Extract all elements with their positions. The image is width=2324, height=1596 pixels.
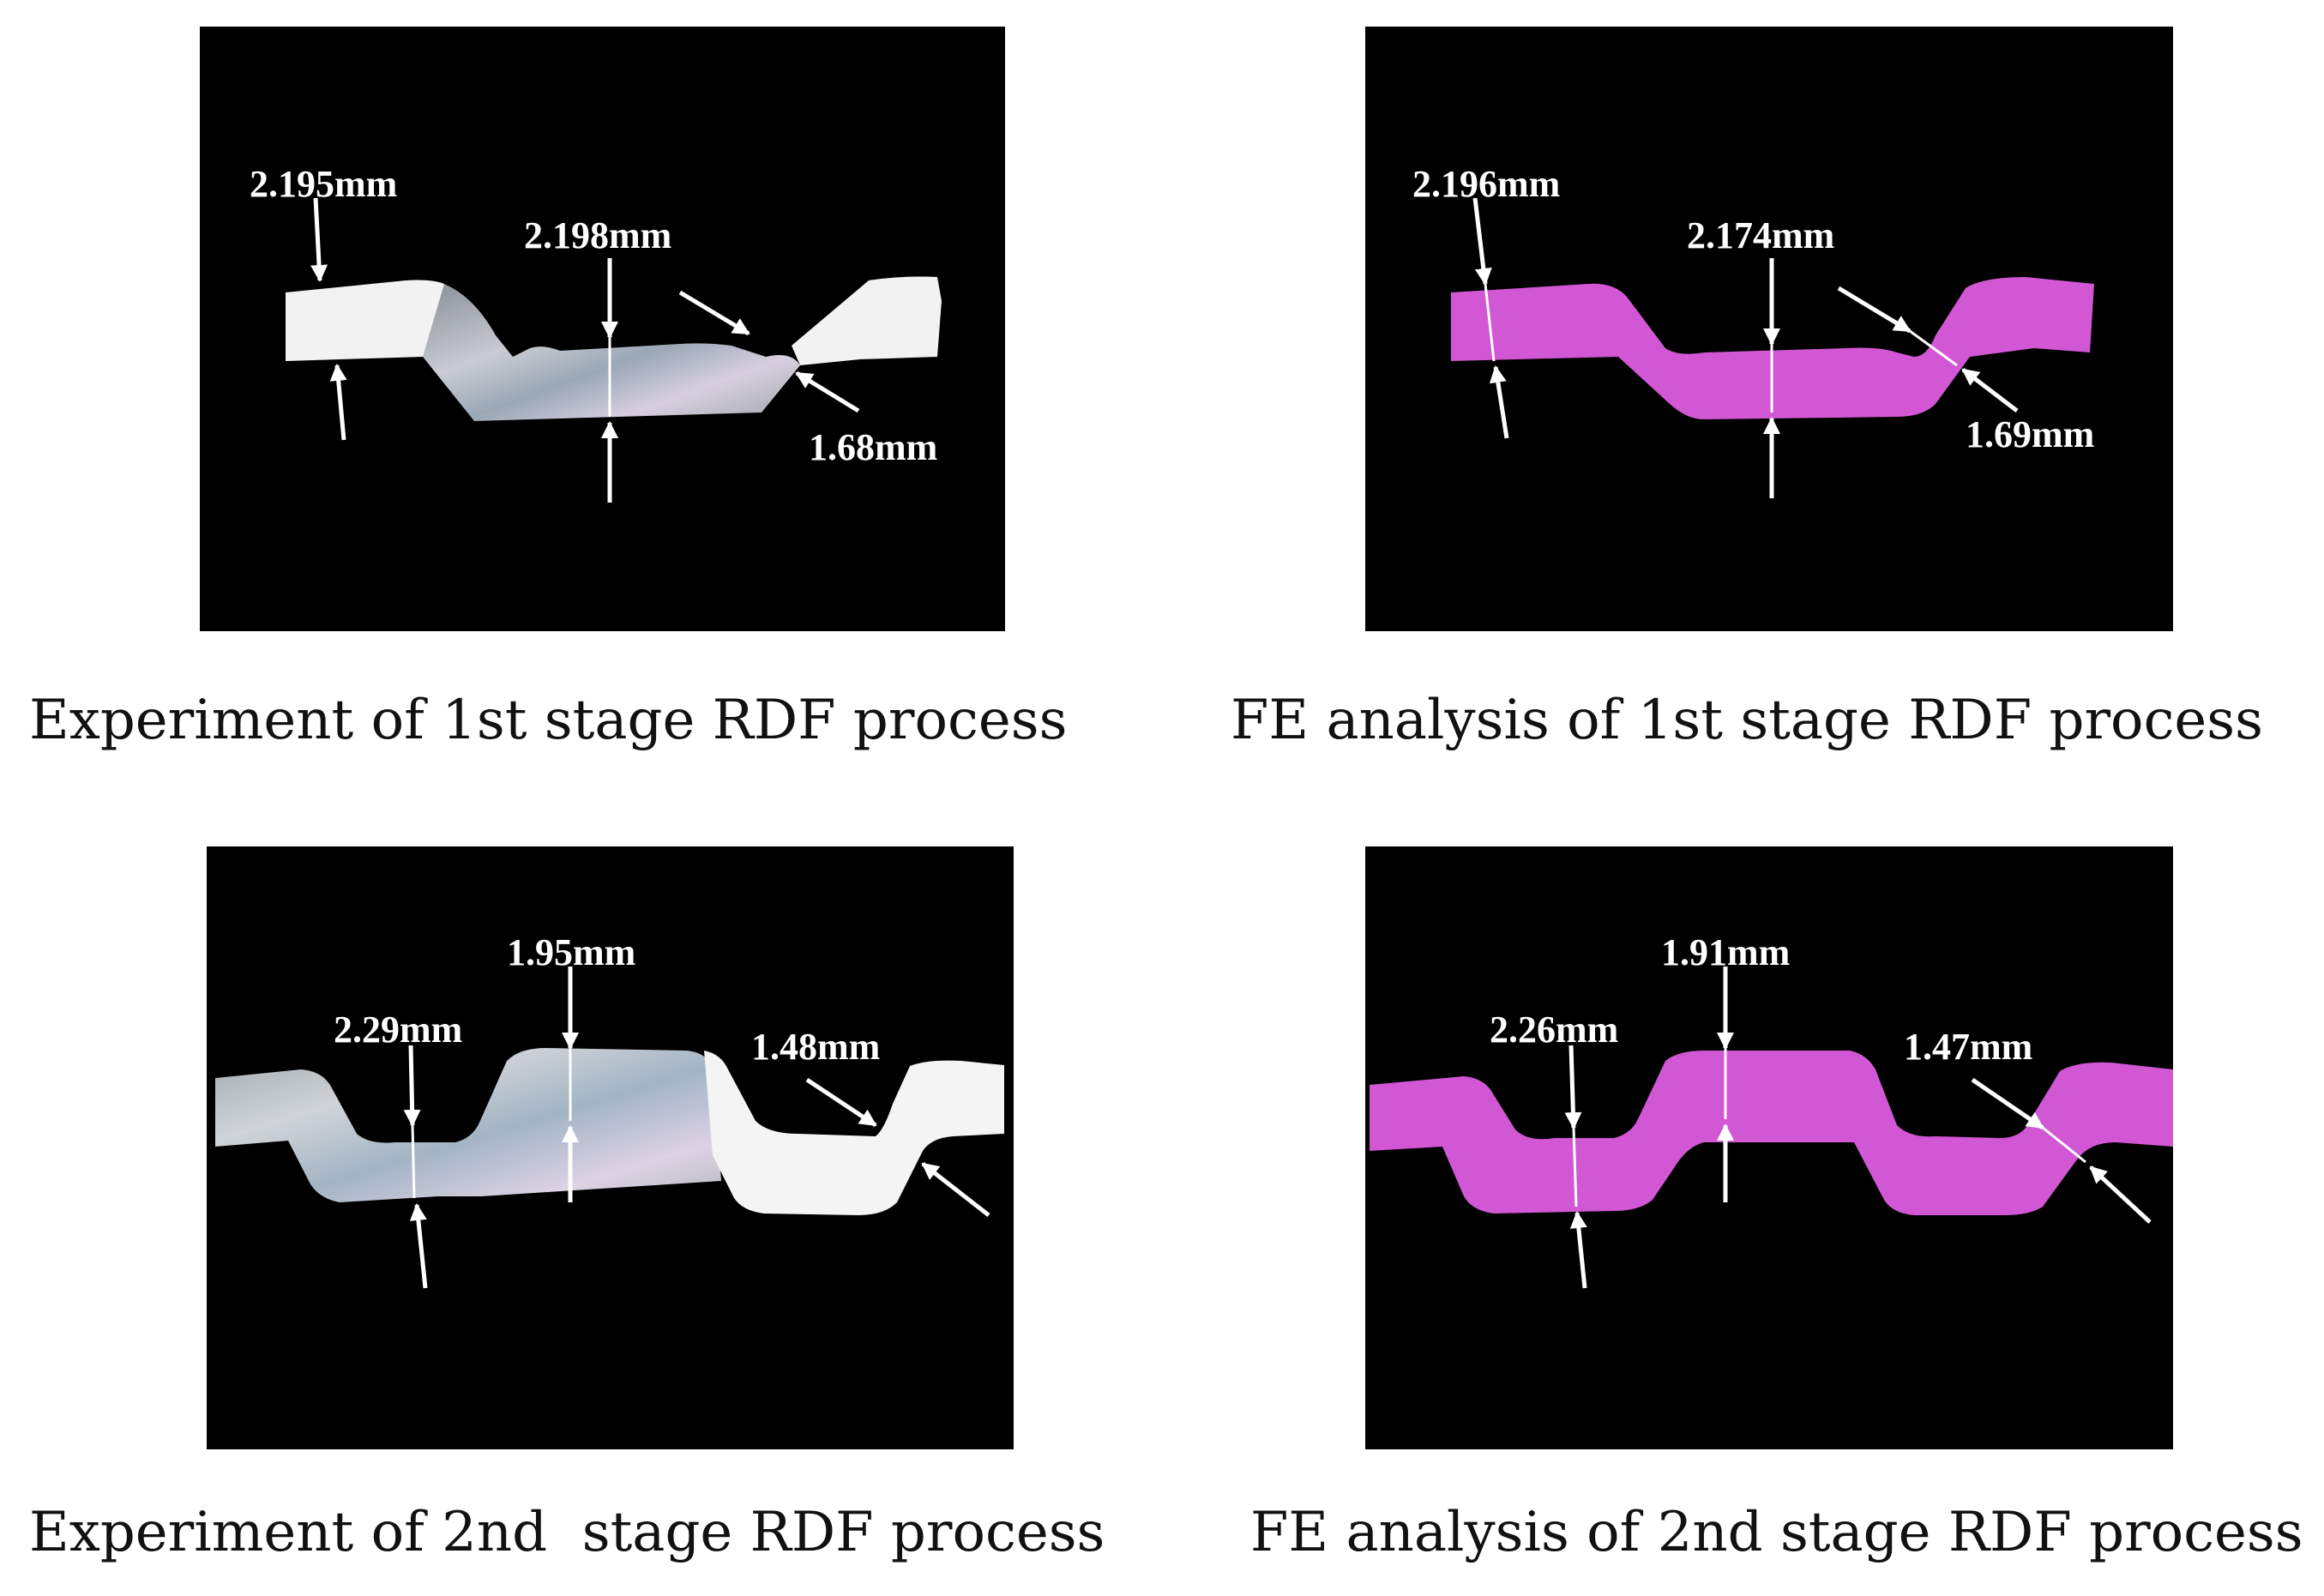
measure-line-right bbox=[1909, 329, 1958, 367]
arrow-right-top bbox=[678, 290, 750, 336]
measure-line-left bbox=[1484, 283, 1496, 362]
measurement-center: 2.174mm bbox=[1687, 214, 1834, 256]
arrow-left-top bbox=[310, 197, 328, 282]
measurement-right: 1.48mm bbox=[751, 1026, 880, 1068]
measurement-center: 2.198mm bbox=[524, 214, 671, 256]
measure-line-right bbox=[2042, 1126, 2086, 1164]
arrow-right-bottom bbox=[2089, 1165, 2152, 1224]
caption-fe-stage1: FE analysis of 1st stage RDF process bbox=[1231, 689, 2263, 752]
experiment-stage2-figure: 2.29mm 1.95mm 1.48mm bbox=[215, 931, 1004, 1289]
caption-fe-stage2: FE analysis of 2nd stage RDF process bbox=[1250, 1501, 2303, 1564]
measurement-center: 1.91mm bbox=[1661, 931, 1790, 973]
measurement-right: 1.47mm bbox=[1904, 1026, 2032, 1068]
caption-experiment-stage1: Experiment of 1st stage RDF process bbox=[29, 689, 1068, 752]
arrow-left-bottom bbox=[1569, 1211, 1587, 1289]
specimen-white-section bbox=[704, 1051, 1004, 1215]
fe-stage2-figure: 2.26mm 1.91mm 1.47mm bbox=[1370, 931, 2173, 1289]
fe-stage2-specimen bbox=[1370, 1051, 2173, 1215]
measurement-left: 2.195mm bbox=[250, 163, 397, 205]
fe-stage1-figure: 2.196mm 2.174mm 1.69mm bbox=[1412, 163, 2094, 498]
experiment-stage1-figure: 2.195mm 2.198mm 1.68mm bbox=[250, 163, 942, 503]
arrow-right-top bbox=[1971, 1077, 2044, 1130]
specimen-metal-section bbox=[423, 284, 800, 421]
arrow-right-bottom bbox=[1961, 368, 2019, 413]
measure-line-left bbox=[1572, 1127, 1578, 1208]
arrow-right-bottom bbox=[921, 1162, 990, 1217]
arrow-left-top bbox=[1564, 1045, 1582, 1129]
measurement-left: 2.196mm bbox=[1412, 163, 1560, 205]
fe-stage1-specimen bbox=[1451, 277, 2094, 419]
measurement-center: 1.95mm bbox=[507, 931, 635, 973]
arrow-left-bottom bbox=[409, 1203, 428, 1289]
arrow-right-bottom bbox=[795, 370, 860, 413]
measurement-left: 2.29mm bbox=[334, 1009, 462, 1051]
measurement-left: 2.26mm bbox=[1490, 1009, 1618, 1051]
arrow-left-bottom bbox=[329, 364, 347, 441]
specimen-metal-section bbox=[215, 1048, 721, 1202]
fe-stage2-image: 2.26mm 1.91mm 1.47mm bbox=[1365, 846, 2173, 1449]
arrow-right-top bbox=[805, 1077, 877, 1128]
arrow-left-top bbox=[1472, 197, 1492, 286]
measure-line-left bbox=[411, 1124, 416, 1199]
arrow-left-top bbox=[403, 1045, 421, 1127]
experiment-stage2-image: 2.29mm 1.95mm 1.48mm bbox=[207, 846, 1014, 1449]
arrow-right-top bbox=[1837, 286, 1912, 334]
arrow-left-bottom bbox=[1489, 365, 1509, 439]
experiment-stage1-image: 2.195mm 2.198mm 1.68mm bbox=[200, 27, 1005, 631]
measurement-right: 1.69mm bbox=[1966, 413, 2094, 455]
measurement-right: 1.68mm bbox=[809, 426, 937, 468]
fe-stage1-image: 2.196mm 2.174mm 1.69mm bbox=[1365, 27, 2173, 631]
caption-experiment-stage2: Experiment of 2nd stage RDF process bbox=[29, 1501, 1105, 1564]
